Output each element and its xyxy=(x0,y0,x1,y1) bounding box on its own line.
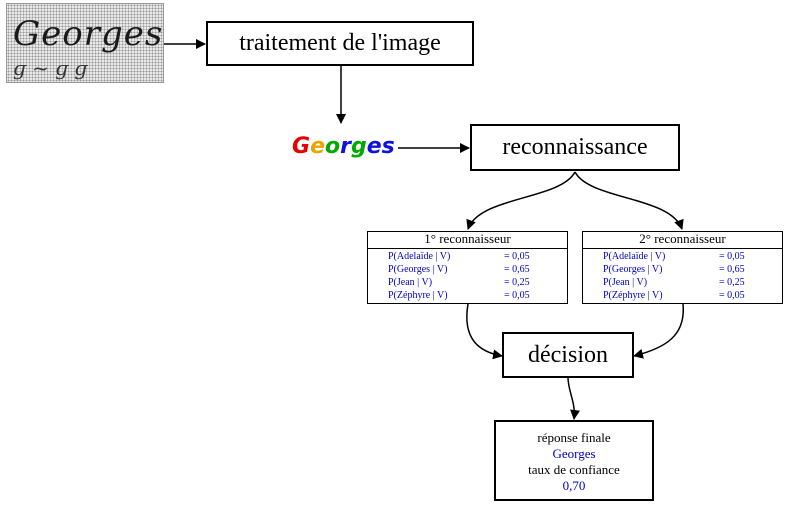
recognizer-2-value: = 0,05 xyxy=(719,251,745,262)
recognizer-1-value: = 0,05 xyxy=(504,290,530,301)
scanned-word-text: Georges xyxy=(13,14,164,54)
decision-label: décision xyxy=(528,341,608,368)
recognizer-1-box: 1° reconnaisseur P(Adelaïde | V) = 0,05 … xyxy=(367,231,568,304)
arrow-rec2-to-decision xyxy=(633,303,684,359)
processed-letter: e xyxy=(310,134,325,159)
recognizer-1-title: 1° reconnaisseur xyxy=(368,232,567,249)
recognizer-2-label: P(Jean | V) xyxy=(603,277,648,288)
recognizer-2-box: 2° reconnaisseur P(Adelaïde | V) = 0,05 … xyxy=(582,231,783,304)
processed-letter: g xyxy=(350,134,367,159)
image-processing-box: traitement de l'image xyxy=(206,21,474,66)
arrow-decision-to-final xyxy=(567,376,581,420)
recognizer-1-label: P(Adelaïde | V) xyxy=(388,251,451,262)
arrow-rec1-to-decision xyxy=(466,303,503,360)
processed-word: Georges xyxy=(292,134,395,159)
processed-letter: G xyxy=(292,134,311,159)
confidence-label: taux de confiance xyxy=(528,462,620,477)
final-answer-label: réponse finale xyxy=(537,430,611,445)
final-answer-box: réponse finale Georges taux de confiance… xyxy=(494,420,654,501)
arrow-recognition-to-rec2 xyxy=(574,171,684,230)
recognizer-2-value: = 0,65 xyxy=(719,264,745,275)
recognizer-2-value: = 0,25 xyxy=(719,277,745,288)
processed-letter: s xyxy=(381,134,395,159)
recognition-label: reconnaissance xyxy=(502,134,648,160)
recognizer-1-label: P(Zéphyre | V) xyxy=(388,290,448,301)
recognizer-2-title: 2° reconnaisseur xyxy=(583,232,782,249)
scanned-word-image: Georges ɡ ~ ɡ ɡ xyxy=(6,3,164,83)
recognizer-2-label: P(Adelaïde | V) xyxy=(603,251,666,262)
arrow-recognition-to-rec1 xyxy=(466,171,576,230)
decision-box: décision xyxy=(502,332,634,378)
recognizer-2-label: P(Georges | V) xyxy=(603,264,663,275)
recognizer-2-label: P(Zéphyre | V) xyxy=(603,290,663,301)
processed-letter: o xyxy=(324,134,341,159)
processed-letter: e xyxy=(366,134,382,159)
scanned-word-lower-strokes: ɡ ~ ɡ ɡ xyxy=(13,56,88,80)
recognizer-2-value: = 0,05 xyxy=(719,290,745,301)
recognizer-1-label: P(Georges | V) xyxy=(388,264,448,275)
image-processing-label: traitement de l'image xyxy=(239,30,441,56)
recognizer-1-value: = 0,65 xyxy=(504,264,530,275)
recognition-box: reconnaissance xyxy=(470,124,680,171)
processed-letter: r xyxy=(340,134,351,159)
final-answer-value: Georges xyxy=(552,446,596,461)
recognizer-1-value: = 0,25 xyxy=(504,277,530,288)
confidence-value: 0,70 xyxy=(562,478,586,493)
recognizer-1-value: = 0,05 xyxy=(504,251,530,262)
recognizer-1-label: P(Jean | V) xyxy=(388,277,433,288)
